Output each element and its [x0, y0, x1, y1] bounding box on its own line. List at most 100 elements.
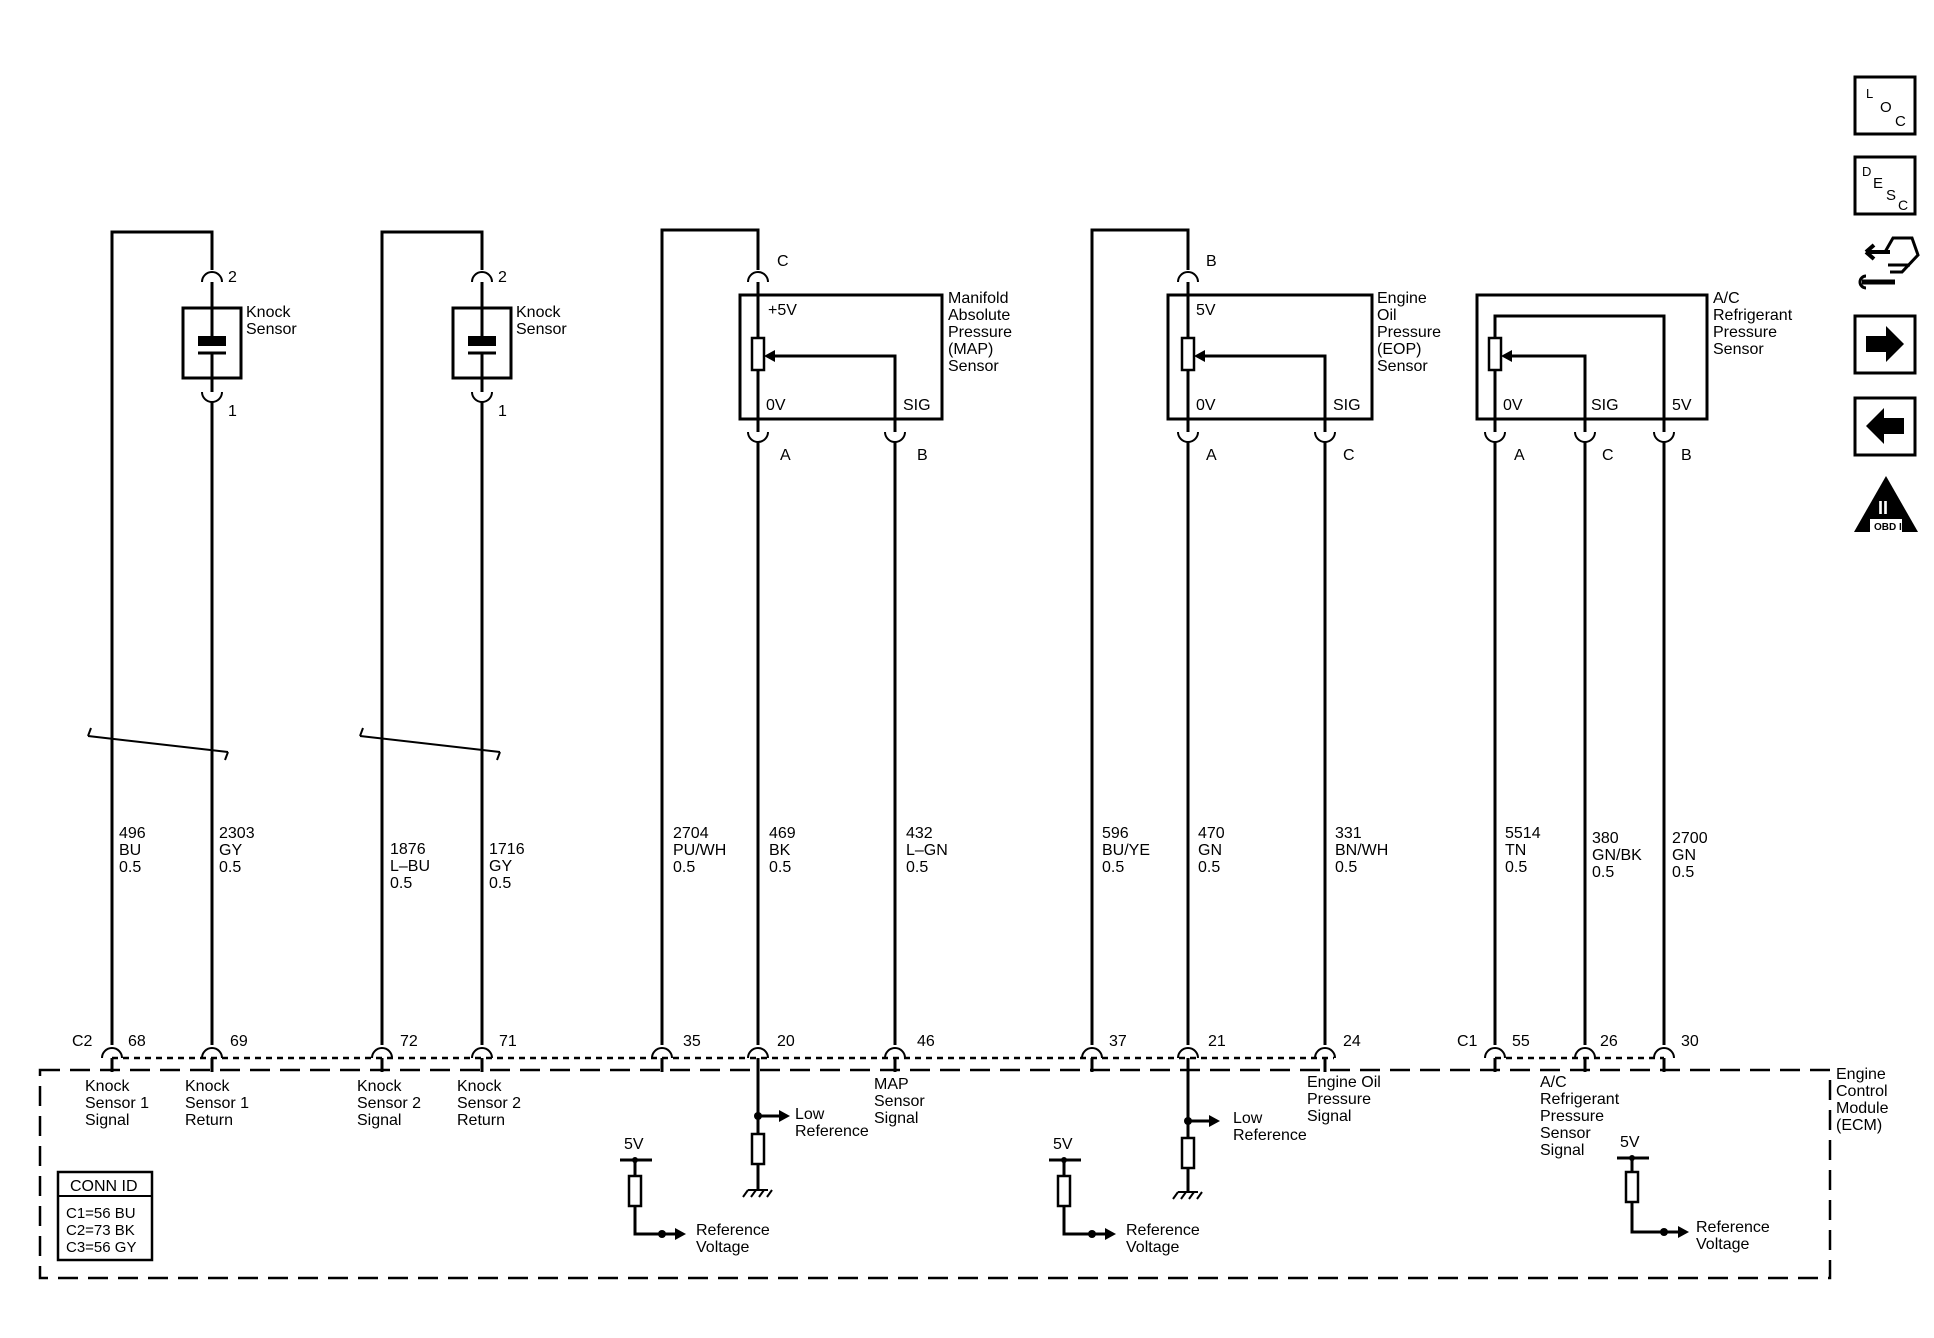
ecm-pin: 30 — [1681, 1033, 1699, 1050]
ecm-pin: 37 — [1109, 1033, 1127, 1050]
svg-text:0.5: 0.5 — [219, 859, 241, 876]
ecm-module: Engine Control Module (ECM) Knock Sensor… — [38, 1066, 1888, 1280]
ecm-connector-c2: C2 — [72, 1033, 93, 1050]
eop-reference-voltage-label: Reference Voltage — [1126, 1222, 1200, 1256]
svg-text:5514: 5514 — [1505, 825, 1541, 842]
knock-sensor-2-pin-1: 1 — [498, 403, 507, 420]
ac-reference-voltage-circuit: 5V Reference Voltage — [1617, 1134, 1770, 1253]
ac-reference-voltage-label: Reference Voltage — [1696, 1219, 1770, 1253]
map-5v-label: 5V — [624, 1136, 644, 1153]
eop-low-reference-label: Low Reference — [1233, 1110, 1307, 1144]
svg-text:GY: GY — [219, 842, 242, 859]
svg-text:496: 496 — [119, 825, 146, 842]
svg-text:432: 432 — [906, 825, 933, 842]
svg-text:S: S — [1886, 187, 1896, 204]
map-ground-label: 0V — [766, 397, 786, 414]
connector-icon[interactable] — [1858, 236, 1920, 290]
map-reference-voltage-label: Reference Voltage — [696, 1222, 770, 1256]
svg-text:C: C — [1898, 197, 1908, 213]
svg-text:0.5: 0.5 — [1102, 859, 1124, 876]
conn-id-row: C2=73 BK — [66, 1222, 135, 1239]
eop-sensor: 5V 0V SIG B A C Engine Oil Pressure (EOP… — [1090, 228, 1441, 1045]
svg-text:0.5: 0.5 — [1672, 864, 1694, 881]
svg-text:BK: BK — [769, 842, 791, 859]
map-pin-ground: A — [780, 447, 791, 464]
ecm-pin: 21 — [1208, 1033, 1226, 1050]
eop-reference-voltage-circuit: 5V Reference Voltage — [1049, 1136, 1200, 1256]
map-sig-label: SIG — [903, 397, 931, 414]
nav-toolbar: L O C D E S C OBD II — [1853, 75, 1920, 533]
svg-text:331: 331 — [1335, 825, 1362, 842]
svg-text:1876: 1876 — [390, 841, 426, 858]
ac-sig-label: SIG — [1591, 397, 1619, 414]
eop-pin-supply: B — [1206, 253, 1217, 270]
ecm-pin: 69 — [230, 1033, 248, 1050]
ecm-connector-row: C2 C1 68 69 72 71 35 20 46 37 21 24 55 2… — [72, 1033, 1699, 1072]
ac-signal-label: A/C Refrigerant Pressure Sensor Signal — [1540, 1074, 1620, 1159]
map-sensor-name: Manifold Absolute Pressure (MAP) Sensor — [948, 290, 1013, 375]
map-low-reference-circuit: Low Reference — [742, 1072, 869, 1198]
next-arrow-icon[interactable] — [1853, 314, 1917, 375]
previous-arrow-icon[interactable] — [1853, 396, 1917, 457]
svg-text:0.5: 0.5 — [489, 875, 511, 892]
location-icon[interactable]: L O C — [1853, 75, 1917, 136]
conn-id-table: CONN ID C1=56 BU C2=73 BK C3=56 GY — [56, 1170, 154, 1262]
eop-supply-label: 5V — [1196, 302, 1216, 319]
knock1-signal-label: Knock Sensor 1 Signal — [85, 1078, 150, 1129]
ac-pressure-sensor: 0V SIG 5V A C B A/C Refrigerant Pressure… — [1475, 290, 1793, 1045]
svg-text:0.5: 0.5 — [906, 859, 928, 876]
ecm-pin: 24 — [1343, 1033, 1361, 1050]
knock-sensor-2: 2 1 Knock Sensor — [359, 230, 567, 1045]
eop-5v-label: 5V — [1053, 1136, 1073, 1153]
svg-text:0.5: 0.5 — [1335, 859, 1357, 876]
ecm-pin: 55 — [1512, 1033, 1530, 1050]
description-icon[interactable]: D E S C — [1853, 155, 1917, 216]
ac-ground-label: 0V — [1503, 397, 1523, 414]
svg-text:470: 470 — [1198, 825, 1225, 842]
ac-pin-ground: A — [1514, 447, 1525, 464]
svg-text:2303: 2303 — [219, 825, 255, 842]
map-reference-voltage-circuit: 5V Reference Voltage — [620, 1136, 770, 1256]
eop-low-reference-circuit: Low Reference — [1172, 1072, 1307, 1200]
svg-text:L–BU: L–BU — [390, 858, 430, 875]
svg-text:0.5: 0.5 — [769, 859, 791, 876]
eop-sig-label: SIG — [1333, 397, 1361, 414]
svg-text:PU/WH: PU/WH — [673, 842, 726, 859]
knock2-return-label: Knock Sensor 2 Return — [457, 1078, 522, 1129]
knock-sensor-1-pin-2: 2 — [228, 269, 237, 286]
ac-pin-sig: C — [1602, 447, 1614, 464]
ac-sensor-name: A/C Refrigerant Pressure Sensor — [1713, 290, 1793, 358]
ecm-connector-c1: C1 — [1457, 1033, 1478, 1050]
conn-id-row: C3=56 GY — [66, 1239, 136, 1256]
eop-pin-sig: C — [1343, 447, 1355, 464]
svg-text:2700: 2700 — [1672, 830, 1708, 847]
ecm-pin-terminals — [101, 1047, 1675, 1072]
ecm-pin: 20 — [777, 1033, 795, 1050]
ac-5v-label: 5V — [1620, 1134, 1640, 1151]
ecm-pin: 35 — [683, 1033, 701, 1050]
map-supply-label: +5V — [768, 302, 797, 319]
ac-pin-supply: B — [1681, 447, 1692, 464]
knock-sensor-2-pin-2: 2 — [498, 269, 507, 286]
knock-sensor-2-label: Knock Sensor — [516, 304, 567, 338]
ecm-pin: 46 — [917, 1033, 935, 1050]
svg-text:0.5: 0.5 — [673, 859, 695, 876]
svg-text:GN/BK: GN/BK — [1592, 847, 1642, 864]
svg-text:0.5: 0.5 — [1505, 859, 1527, 876]
svg-text:380: 380 — [1592, 830, 1619, 847]
svg-text:L: L — [1866, 86, 1873, 101]
ecm-pin: 26 — [1600, 1033, 1618, 1050]
knock2-signal-label: Knock Sensor 2 Signal — [357, 1078, 422, 1129]
map-pin-sig: B — [917, 447, 928, 464]
ecm-pin: 68 — [128, 1033, 146, 1050]
obd-ii-icon[interactable]: OBD II II — [1854, 476, 1918, 533]
svg-text:D: D — [1862, 164, 1871, 179]
